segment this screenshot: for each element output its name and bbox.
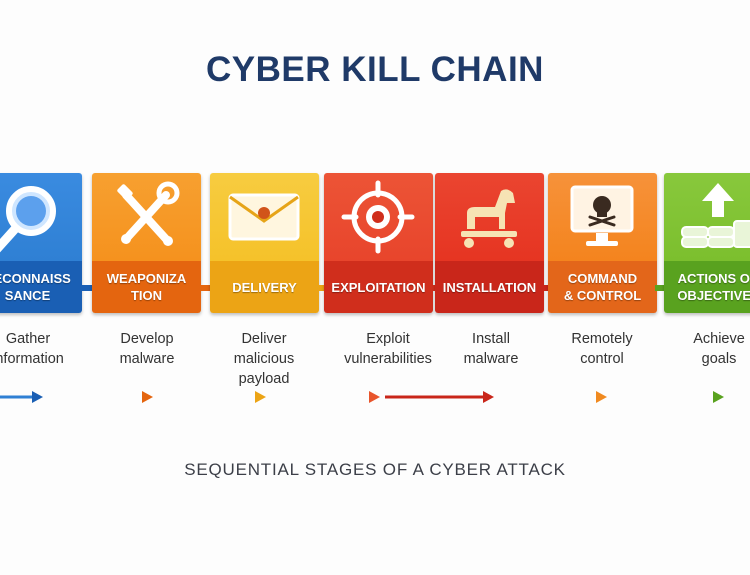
stage-delivery: DELIVERY (210, 173, 343, 313)
stage-label: DELIVERY (232, 279, 297, 295)
flow-arrow-icon (498, 391, 607, 403)
trojan-horse-icon (461, 189, 517, 248)
stage-box: INSTALLATION (435, 173, 544, 313)
stage-label: RECONNAISS SANCE (0, 271, 71, 303)
target-icon (341, 180, 415, 254)
stage-description: Deliver malicious payload (233, 331, 295, 387)
stage-installation: INSTALLATION (435, 173, 568, 313)
stage-description: Achieve goals (693, 331, 745, 367)
stage-exploitation: EXPLOITATION (324, 173, 457, 313)
stage-label: ACTIONS ON OBJECTIVES (677, 271, 750, 303)
stage-box: EXPLOITATION (324, 173, 433, 313)
magnifier-icon (0, 186, 56, 253)
stage-description: Install malware (463, 331, 519, 367)
tools-icon (117, 181, 180, 246)
flow-arrow-icon (46, 391, 153, 403)
stage-description: Exploit vulnerabilities (344, 331, 432, 367)
stage-reconnaissance: RECONNAISS SANCE (0, 173, 106, 313)
page-subtitle: SEQUENTIAL STAGES OF A CYBER ATTACK (184, 460, 566, 479)
envelope-icon (228, 193, 300, 241)
stage-box: ACTIONS ON OBJECTIVES (664, 173, 750, 313)
flow-arrow-icon (385, 391, 494, 403)
flow-arrow-icon (0, 391, 43, 403)
money-stack-icon (681, 183, 750, 248)
page-title: CYBER KILL CHAIN (206, 50, 544, 89)
stage-description: Remotely control (571, 331, 633, 367)
stage-command-control: COMMAND & CONTROL (548, 173, 681, 313)
skull-monitor-icon (570, 185, 634, 246)
flow-arrow-icon (611, 391, 724, 403)
stage-box: COMMAND & CONTROL (548, 173, 657, 313)
stage-description: Gather information (0, 331, 64, 367)
stage-label: INSTALLATION (442, 279, 537, 295)
stage-label: WEAPONIZA TION (106, 271, 187, 303)
stage-box: WEAPONIZA TION (92, 173, 201, 313)
stage-box: DELIVERY (210, 173, 319, 313)
flow-arrow-icon (157, 391, 266, 403)
stage-box: RECONNAISS SANCE (0, 173, 82, 313)
stage-actions-on-objectives: ACTIONS ON OBJECTIVES (664, 173, 750, 313)
flow-arrow-icon (271, 391, 380, 403)
stage-description: Develop malware (119, 331, 175, 367)
stage-label: COMMAND & CONTROL (563, 271, 642, 303)
stage-label: EXPLOITATION (331, 279, 426, 295)
stage-weaponization: WEAPONIZA TION (92, 173, 225, 313)
